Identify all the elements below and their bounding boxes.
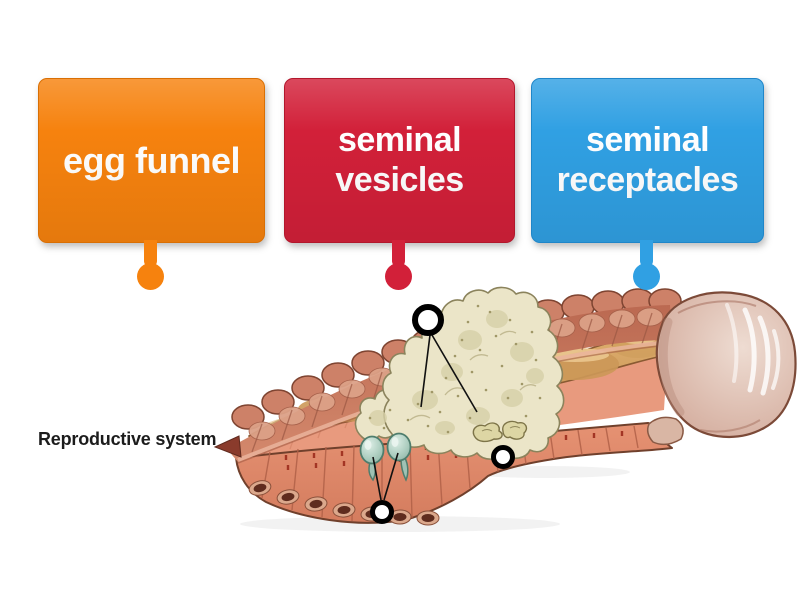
worm-head-end [646,291,797,446]
pin-stem [640,240,653,267]
mass-speckles [368,304,542,434]
label-text: seminal receptacles [556,121,739,199]
draggable-label-seminal-vesicles[interactable]: seminal vesicles [284,78,515,290]
egg-funnel-organs [472,420,528,443]
pin-ball [137,263,164,290]
drop-zone-marker-middle-right[interactable] [491,445,515,469]
label-text: seminal vesicles [335,121,464,199]
label-card: seminal vesicles [284,78,515,243]
seminal-receptacles-organs [359,432,412,482]
drop-zone-marker-top[interactable] [412,304,444,336]
segment-cross-sections [248,480,440,526]
pin-ball [385,263,412,290]
diagram-caption: Reproductive system [38,429,217,449]
pin-stem [392,240,405,267]
label-text: egg funnel [63,139,241,181]
pin-stem [144,240,157,267]
pin-ball [633,263,660,290]
label-card: egg funnel [38,78,265,243]
draggable-label-seminal-receptacles[interactable]: seminal receptacles [531,78,764,290]
drop-zone-marker-bottom[interactable] [370,500,394,524]
label-card: seminal receptacles [531,78,764,243]
anterior-tip [213,435,242,458]
draggable-label-egg-funnel[interactable]: egg funnel [38,78,265,290]
marker-pointer-lines [372,334,478,501]
